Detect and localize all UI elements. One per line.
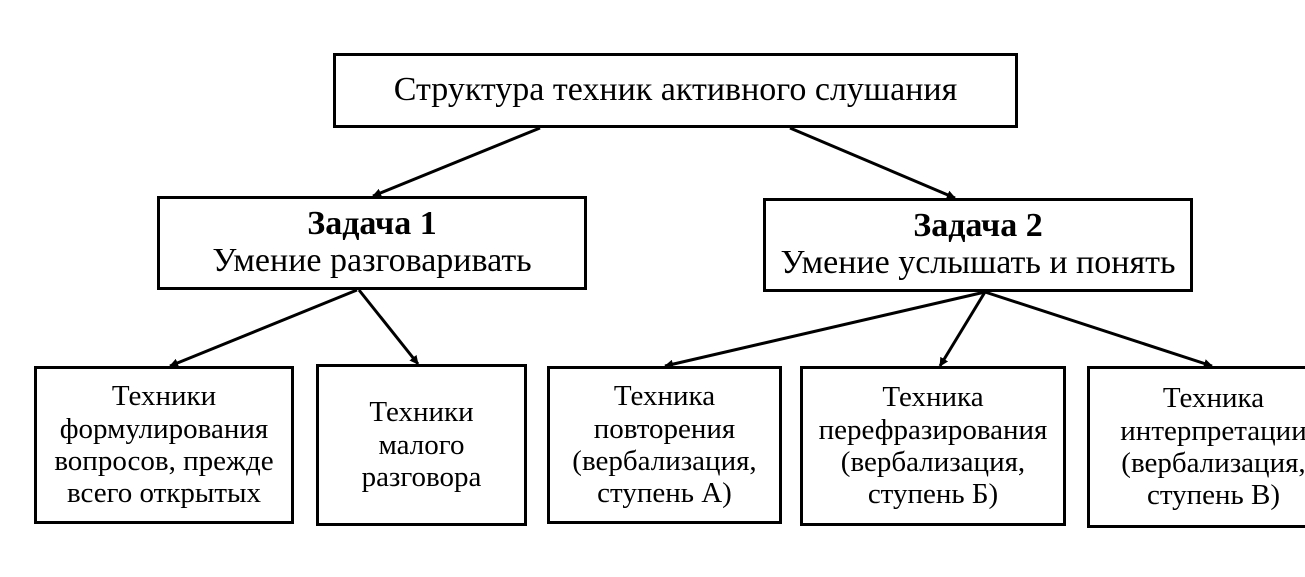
technique-small-talk-node: Техники малого разговора — [316, 364, 527, 526]
technique-line: ступень В) — [1146, 479, 1281, 512]
technique-paraphrasing-node: Техника перефразирования (вербализация, … — [800, 366, 1066, 526]
arrow-root-to-task1 — [372, 126, 541, 198]
arrow-task2-to-leaf4 — [938, 291, 987, 367]
arrow-task1-to-leaf1 — [169, 288, 358, 368]
task-1-node: Задача 1 Умение разговаривать — [157, 196, 587, 290]
technique-line: малого — [378, 428, 465, 461]
technique-line: (вербализация, — [1121, 447, 1305, 479]
technique-line: Техники — [111, 380, 217, 413]
technique-line: повторения — [593, 412, 736, 445]
technique-questions-node: Техники формулирования вопросов, прежде … — [34, 366, 294, 524]
task-2-title: Задача 2 — [913, 207, 1043, 245]
technique-line: ступень А) — [597, 477, 732, 510]
technique-line: (вербализация, — [840, 446, 1026, 478]
root-label: Структура техник активного слушания — [393, 71, 958, 109]
technique-line: формулирования — [59, 412, 269, 445]
technique-line: Техника — [882, 381, 984, 414]
technique-line: Техника — [1162, 382, 1265, 415]
technique-line: интерпретации — [1120, 414, 1305, 447]
technique-line: Техника — [613, 380, 716, 413]
task-2-node: Задача 2 Умение услышать и понять — [763, 198, 1193, 292]
technique-interpretation-node: Техника интерпретации (вербализация, сту… — [1087, 366, 1305, 528]
task-1-subtitle: Умение разговаривать — [212, 242, 532, 279]
task-1-title: Задача 1 — [307, 205, 437, 243]
technique-line: Техники — [369, 396, 474, 429]
technique-line: вопросов, прежде — [54, 445, 274, 477]
technique-line: разговора — [361, 461, 482, 494]
technique-repetition-node: Техника повторения (вербализация, ступен… — [547, 366, 782, 524]
arrow-task1-to-leaf2 — [357, 289, 420, 365]
technique-line: ступень Б) — [867, 478, 999, 511]
arrow-root-to-task2 — [789, 126, 956, 200]
technique-line: всего открытых — [66, 477, 262, 510]
task-2-subtitle: Умение услышать и понять — [780, 244, 1176, 281]
arrow-task2-to-leaf5 — [984, 290, 1213, 368]
technique-line: перефразирования — [818, 413, 1048, 446]
arrow-task2-to-leaf3 — [664, 290, 986, 369]
technique-line: (вербализация, — [572, 445, 757, 477]
root-node: Структура техник активного слушания — [333, 53, 1018, 128]
